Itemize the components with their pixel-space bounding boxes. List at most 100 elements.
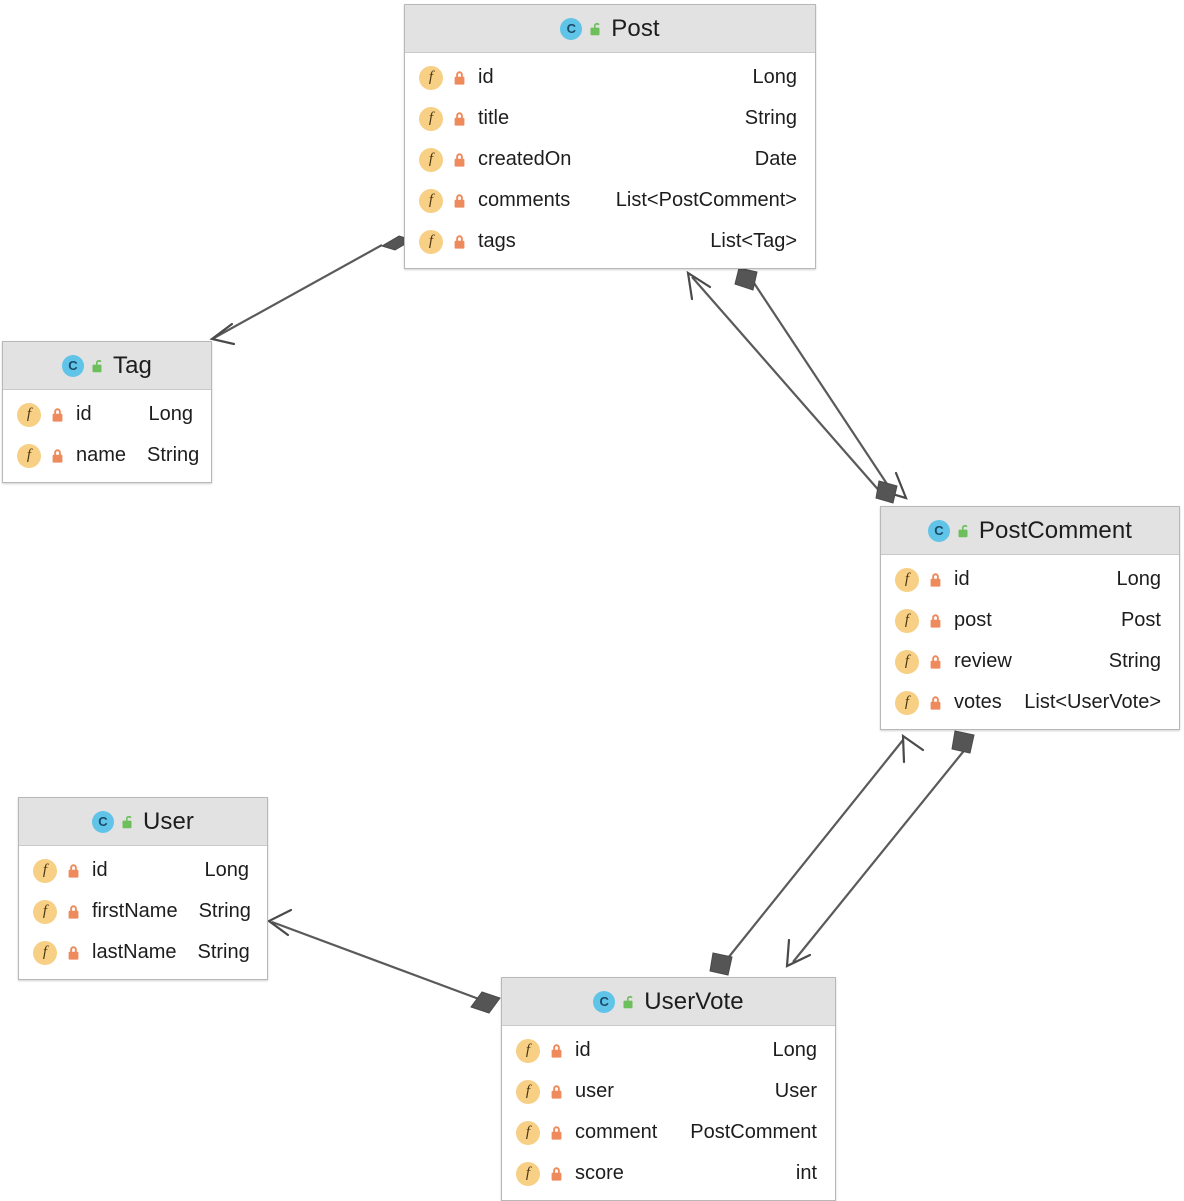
relationship-post-tags (209, 235, 414, 346)
lock-icon (66, 863, 81, 879)
lock-icon (50, 407, 65, 423)
class-box-postcomment[interactable]: C PostComment f id Long (880, 506, 1180, 730)
lock-icon (50, 448, 65, 464)
field-row[interactable]: f score int (502, 1153, 835, 1194)
relationship-postcomment-post (686, 270, 898, 504)
field-row[interactable]: f lastName String (19, 932, 267, 973)
field-name: id (92, 859, 108, 881)
field-row[interactable]: f createdOn Date (405, 139, 815, 180)
field-f-icon: f (17, 443, 41, 468)
class-body-postcomment: f id Long f post (881, 555, 1179, 729)
lock-icon (928, 572, 943, 588)
field-f-icon: f (895, 608, 919, 633)
class-box-uservote[interactable]: C UserVote f id Long (501, 977, 836, 1201)
field-name: id (478, 66, 494, 88)
class-c-icon: C (560, 17, 583, 40)
field-type: List<Tag> (710, 230, 797, 252)
field-name: post (954, 609, 992, 631)
field-name: name (76, 444, 127, 466)
lock-icon (452, 111, 467, 127)
class-title-tag: Tag (113, 351, 152, 379)
unlock-icon (121, 814, 136, 830)
class-c-icon: C (593, 990, 616, 1013)
field-type: String (197, 941, 250, 963)
field-name: comments (478, 189, 571, 211)
field-type: Long (1116, 568, 1162, 590)
class-header-post: C Post (405, 5, 815, 53)
field-row[interactable]: f id Long (3, 394, 211, 435)
lock-icon (452, 234, 467, 250)
class-body-post: f id Long f title (405, 53, 815, 268)
class-header-postcomment: C PostComment (881, 507, 1179, 555)
field-row[interactable]: f firstName String (19, 891, 267, 932)
relationship-postcomment-votes (785, 730, 975, 968)
unlock-icon (622, 994, 637, 1010)
class-body-user: f id Long f firstName (19, 846, 267, 979)
lock-icon (549, 1043, 564, 1059)
field-f-icon: f (516, 1038, 540, 1063)
unlock-icon (957, 523, 972, 539)
field-row[interactable]: f id Long (502, 1030, 835, 1071)
field-row[interactable]: f comments List<PostComment> (405, 180, 815, 221)
lock-icon (549, 1125, 564, 1141)
unlock-icon (91, 358, 106, 374)
field-name: id (76, 403, 92, 425)
class-box-user[interactable]: C User f id Long (18, 797, 268, 980)
field-row[interactable]: f votes List<UserVote> (881, 682, 1179, 723)
class-title-user: User (142, 807, 195, 835)
relationship-uservote-comment (709, 733, 925, 976)
class-body-uservote: f id Long f user (502, 1026, 835, 1200)
field-row[interactable]: f tags List<Tag> (405, 221, 815, 262)
field-row[interactable]: f id Long (405, 57, 815, 98)
field-f-icon: f (33, 858, 57, 883)
lock-icon (928, 695, 943, 711)
field-f-icon: f (419, 188, 443, 213)
field-row[interactable]: f title String (405, 98, 815, 139)
field-row[interactable]: f name String (3, 435, 211, 476)
field-f-icon: f (419, 229, 443, 254)
field-row[interactable]: f review String (881, 641, 1179, 682)
field-f-icon: f (895, 690, 919, 715)
class-header-tag: C Tag (3, 342, 211, 390)
field-f-icon: f (516, 1161, 540, 1186)
field-f-icon: f (419, 106, 443, 131)
relationship-uservote-user (266, 908, 501, 1014)
class-c-icon: C (62, 354, 84, 377)
field-f-icon: f (895, 649, 919, 674)
field-name: user (575, 1080, 614, 1102)
lock-icon (452, 193, 467, 209)
field-f-icon: f (516, 1120, 540, 1145)
field-type: String (147, 444, 200, 466)
field-name: review (954, 650, 1012, 672)
field-name: comment (575, 1121, 658, 1143)
field-name: lastName (92, 941, 177, 963)
field-type: User (774, 1080, 817, 1102)
field-type: Long (148, 403, 194, 425)
field-name: title (478, 107, 510, 129)
field-row[interactable]: f comment PostComment (502, 1112, 835, 1153)
field-row[interactable]: f user User (502, 1071, 835, 1112)
class-box-tag[interactable]: C Tag f id Long (2, 341, 212, 483)
field-f-icon: f (516, 1079, 540, 1104)
class-c-icon: C (927, 519, 950, 542)
field-row[interactable]: f post Post (881, 600, 1179, 641)
lock-icon (549, 1084, 564, 1100)
field-row[interactable]: f id Long (19, 850, 267, 891)
lock-icon (66, 904, 81, 920)
field-name: id (575, 1039, 591, 1061)
lock-icon (549, 1166, 564, 1182)
field-f-icon: f (419, 65, 443, 90)
class-header-uservote: C UserVote (502, 978, 835, 1026)
class-body-tag: f id Long f name (3, 390, 211, 482)
lock-icon (452, 152, 467, 168)
field-row[interactable]: f id Long (881, 559, 1179, 600)
field-type: Date (754, 148, 797, 170)
field-f-icon: f (33, 899, 57, 924)
class-c-icon: C (91, 810, 114, 833)
field-name: id (954, 568, 970, 590)
relationship-post-comments (734, 267, 908, 500)
field-f-icon: f (419, 147, 443, 172)
class-box-post[interactable]: C Post f id Long (404, 4, 816, 269)
field-name: votes (954, 691, 1002, 713)
